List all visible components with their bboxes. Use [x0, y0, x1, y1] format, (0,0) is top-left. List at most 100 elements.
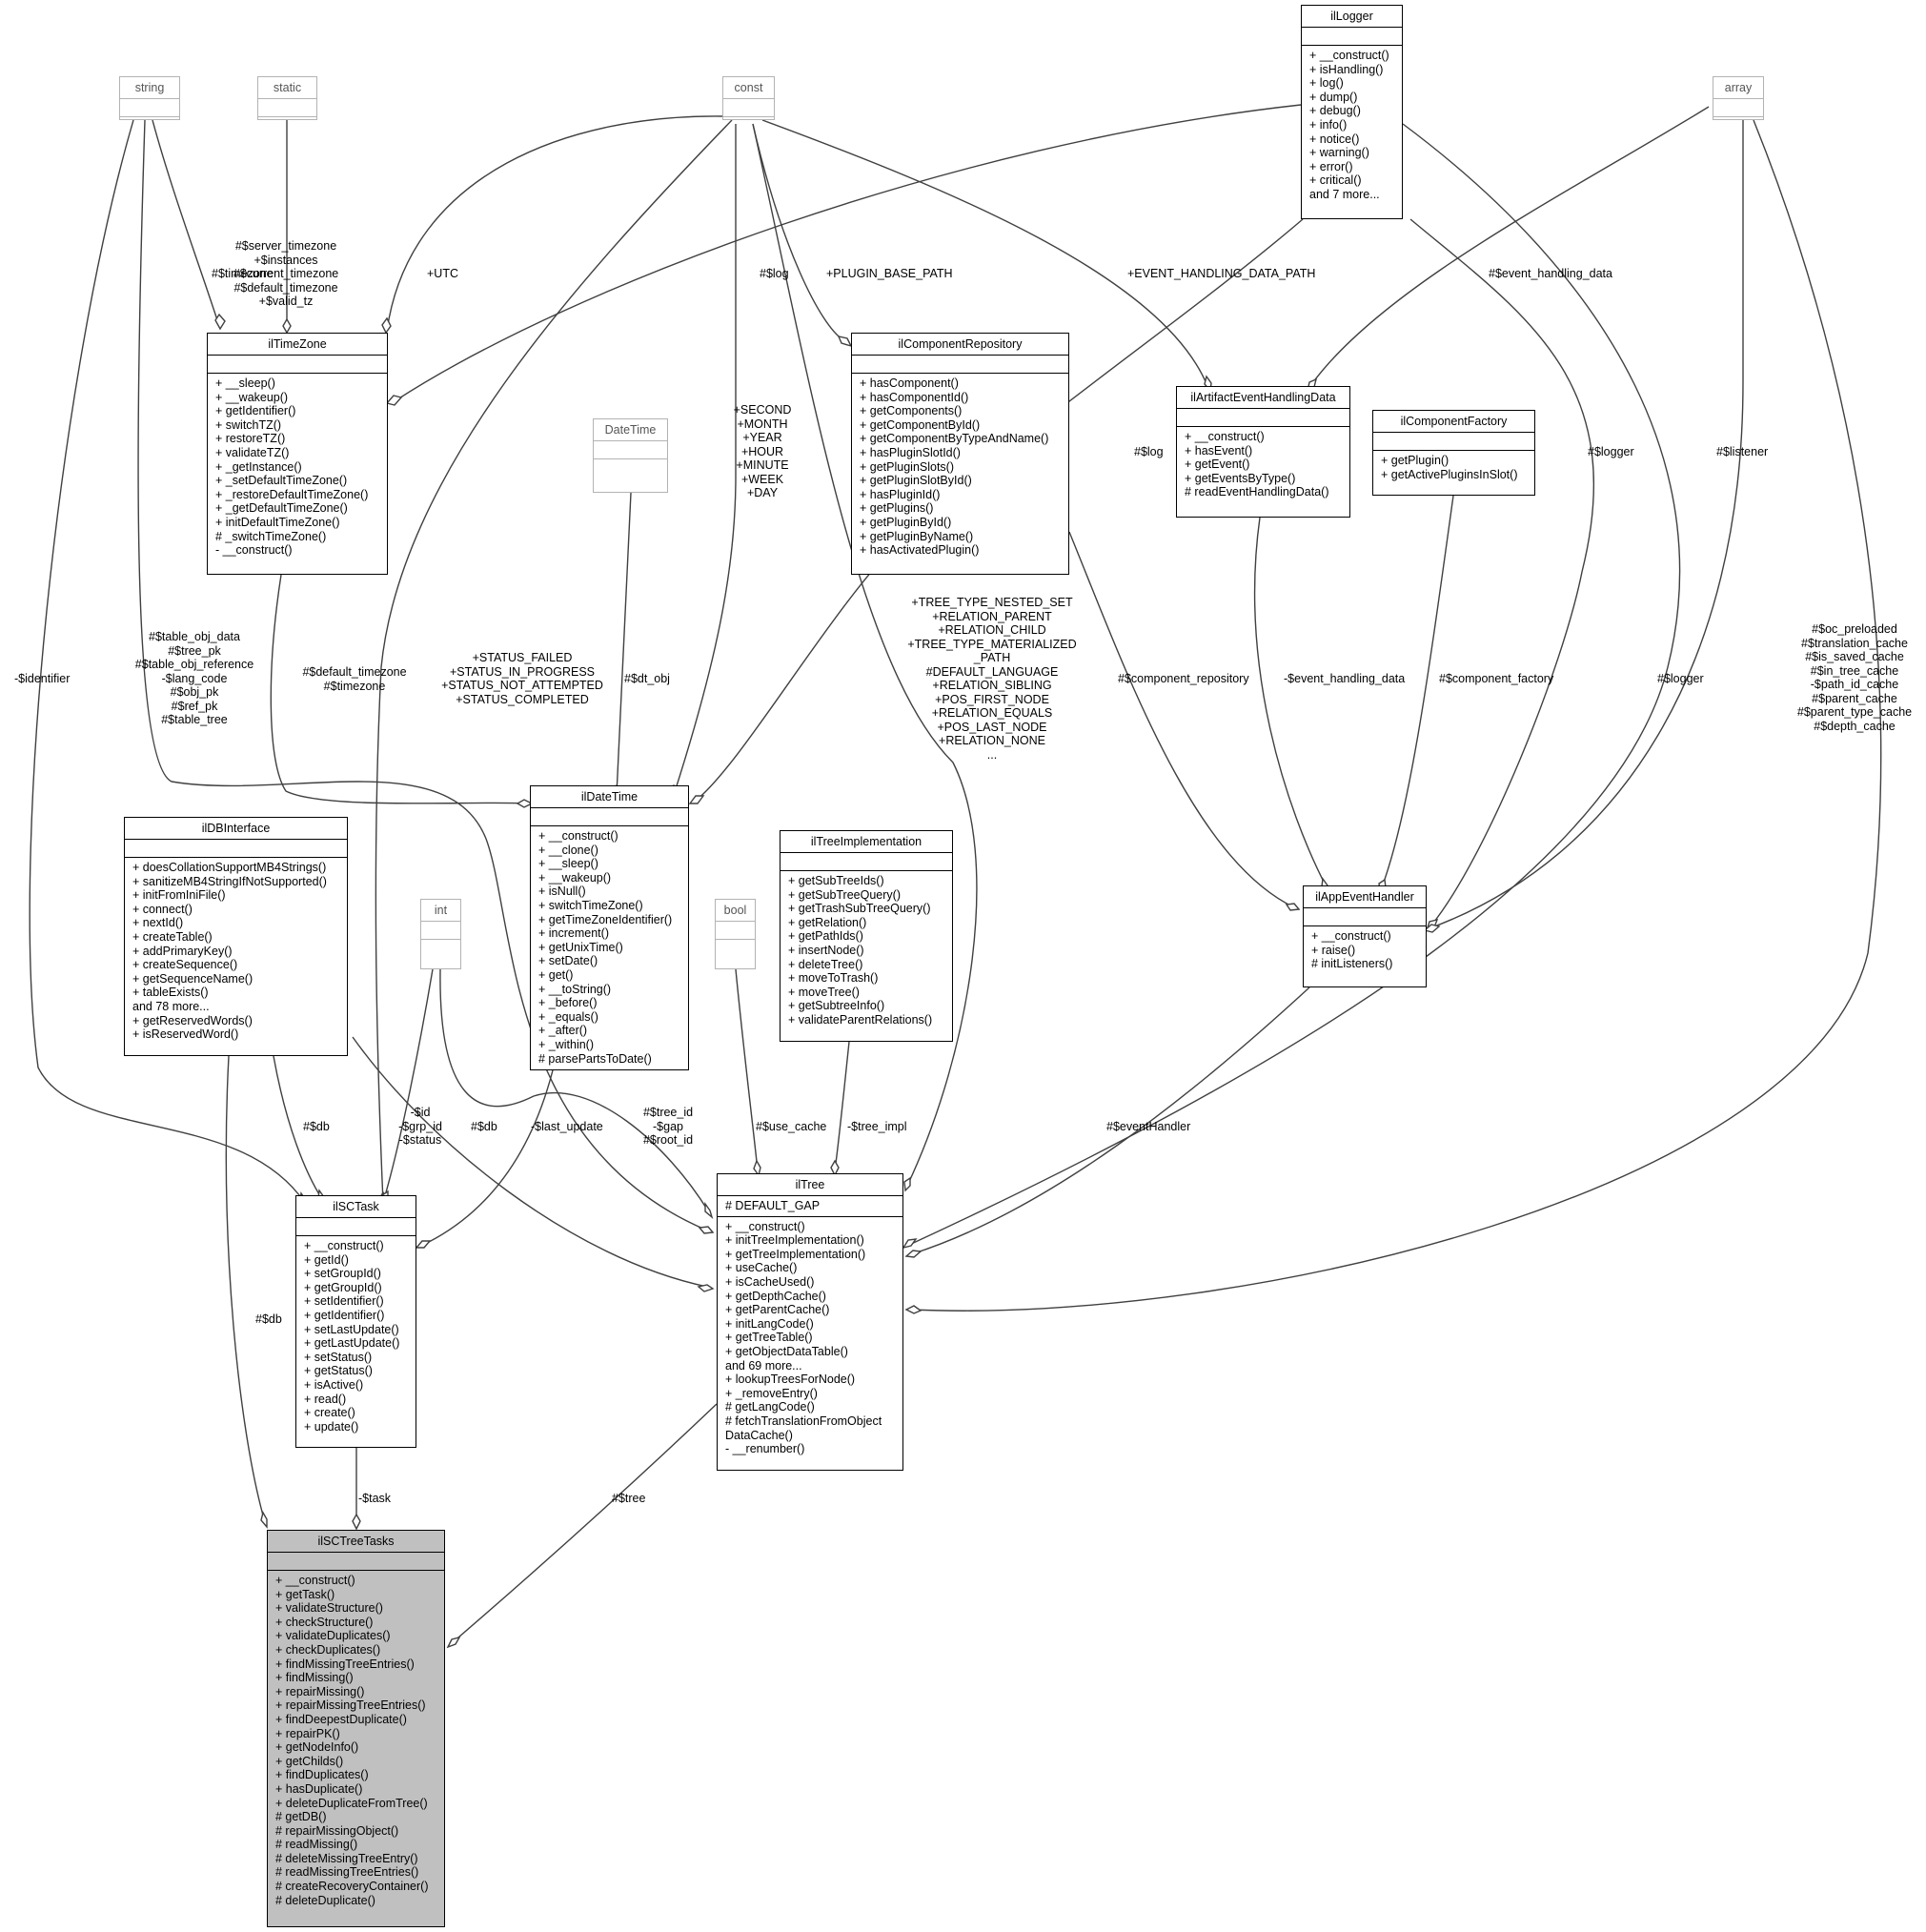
- method-entry: + getPathIds(): [788, 929, 863, 944]
- edge-label-line: -$status: [398, 1133, 442, 1147]
- class-name: ilComponentRepository: [898, 337, 1023, 351]
- method-entry: + update(): [304, 1419, 359, 1434]
- method-section: + __construct()+ getId()+ setGroupId()+ …: [296, 1235, 416, 1436]
- method-entry: # initListeners(): [1311, 957, 1393, 971]
- attribute-section: [716, 921, 755, 939]
- edge-label-tree: #$tree: [612, 1492, 645, 1506]
- method-entry: + getSubTreeQuery(): [788, 887, 901, 902]
- method-entry: + validateDuplicates(): [275, 1629, 391, 1643]
- method-entry: + findMissing(): [275, 1671, 354, 1685]
- edge-const-datetime-consts: [673, 124, 737, 796]
- method-entry: + log(): [1309, 76, 1344, 91]
- method-entry: + getRelation(): [788, 915, 867, 929]
- method-entry: # getLangCode(): [725, 1400, 815, 1414]
- edge-label-line: +POS_LAST_NODE: [937, 720, 1047, 734]
- relation-edges: [29, 104, 1882, 1649]
- method-entry: + deleteDuplicateFromTree(): [275, 1796, 428, 1810]
- method-section: + getSubTreeIds()+ getSubTreeQuery()+ ge…: [781, 870, 952, 1030]
- method-entry: + __wakeup(): [538, 870, 612, 885]
- method-entry: + __construct(): [1185, 430, 1265, 443]
- edge-label-line: #$ref_pk: [171, 699, 218, 713]
- attribute-section: [1304, 907, 1426, 925]
- attribute-section: [781, 852, 952, 870]
- method-entry: and 7 more...: [1309, 187, 1380, 201]
- edge-label-log-datetime: #$log: [1134, 445, 1164, 459]
- edge-label-line: #$logger: [1657, 672, 1704, 685]
- method-entry: + getTreeImplementation(): [725, 1247, 866, 1261]
- edge-label-line: #$default_timezone: [302, 665, 407, 679]
- edge-label-line: #$log: [1134, 445, 1164, 458]
- class-ilComponentRepository: ilComponentRepository + hasComponent()+ …: [851, 333, 1069, 575]
- method-entry: + __construct(): [538, 829, 618, 843]
- edge-label-string-tree-attrs: #$table_obj_data#$tree_pk#$table_obj_ref…: [135, 630, 253, 727]
- edge-label-line: -$grp_id: [398, 1119, 442, 1133]
- method-entry: + setLastUpdate(): [304, 1322, 399, 1336]
- method-entry: + validateParentRelations(): [788, 1012, 933, 1027]
- method-entry: + isActive(): [304, 1377, 364, 1392]
- method-entry: + getComponentByTypeAndName(): [860, 432, 1049, 446]
- class-ilSCTask: ilSCTask + __construct()+ getId()+ setGr…: [295, 1195, 416, 1448]
- method-entry: + insertNode(): [788, 943, 864, 957]
- edge-label-line: #$current_timezone: [233, 267, 339, 280]
- edge-label-event-handling-data-path: +EVENT_HANDLING_DATA_PATH: [1127, 267, 1315, 281]
- class-name: array: [1724, 81, 1753, 94]
- edge-comprepo-aeh: [1068, 531, 1295, 908]
- method-entry: + getActivePluginsInSlot(): [1381, 467, 1518, 481]
- method-entry: - __renumber(): [725, 1442, 805, 1456]
- method-section: + __construct()+ raise()# initListeners(…: [1304, 925, 1426, 974]
- edge-label-line: #$listener: [1716, 445, 1769, 458]
- method-entry: + _restoreDefaultTimeZone(): [215, 487, 369, 501]
- method-section: [258, 116, 316, 117]
- edge-logger-aeh: [1409, 218, 1595, 927]
- edge-label-line: +WEEK: [740, 472, 784, 486]
- attribute-entry: # DEFAULT_GAP: [725, 1199, 821, 1212]
- method-entry: + _removeEntry(): [725, 1386, 818, 1400]
- method-entry: + debug(): [1309, 104, 1361, 118]
- class-name: string: [134, 81, 165, 94]
- edge-diamond: [446, 1636, 461, 1649]
- method-entry: + getDepthCache(): [725, 1289, 826, 1303]
- class-ilArtifactEventHandlingData: ilArtifactEventHandlingData + __construc…: [1176, 386, 1350, 518]
- method-section: [716, 939, 755, 940]
- edge-label-line: +UTC: [427, 267, 458, 280]
- edge-label-line: +RELATION_CHILD: [938, 623, 1046, 637]
- method-entry: # repairMissingObject(): [275, 1823, 399, 1838]
- edge-label-time-constants: +SECOND+MONTH+YEAR+HOUR+MINUTE+WEEK+DAY: [734, 403, 792, 500]
- method-entry: + connect(): [132, 902, 193, 916]
- method-entry: + hasComponentId(): [860, 390, 969, 404]
- edge-label-line: +RELATION_EQUALS: [931, 706, 1053, 720]
- method-entry: + notice(): [1309, 132, 1360, 146]
- attribute-section: # DEFAULT_GAP: [718, 1195, 902, 1216]
- method-entry: + validateTZ(): [215, 445, 290, 459]
- method-entry: + setGroupId(): [304, 1267, 381, 1281]
- attribute-section: [258, 98, 316, 116]
- attribute-section: [1373, 432, 1534, 450]
- class-name: ilComponentFactory: [1400, 415, 1508, 428]
- method-entry: + hasActivatedPlugin(): [860, 543, 980, 558]
- class-name: ilTreeImplementation: [810, 835, 922, 848]
- edge-label-line: #$parent_cache: [1812, 691, 1897, 705]
- method-section: + __sleep()+ __wakeup()+ getIdentifier()…: [208, 373, 387, 560]
- method-entry: # readEventHandlingData(): [1185, 485, 1329, 499]
- method-entry: + useCache(): [725, 1261, 798, 1275]
- method-entry: + _before(): [538, 996, 598, 1010]
- edge-label-line: +POS_FIRST_NODE: [935, 692, 1049, 706]
- method-entry: + getIdentifier(): [304, 1308, 385, 1322]
- method-entry: + moveTree(): [788, 985, 860, 999]
- class-name: ilTimeZone: [268, 337, 327, 351]
- edge-diamond: [352, 1513, 361, 1531]
- edge-label-line: #$table_obj_data: [149, 630, 240, 643]
- method-entry: + setDate(): [538, 954, 598, 968]
- edge-label-line: #$event_handling_data: [1489, 267, 1612, 280]
- edge-label-line: -$task: [358, 1492, 392, 1505]
- class-name: int: [434, 904, 448, 917]
- edge-label-db-task: #$db: [303, 1120, 330, 1134]
- edge-label-line: #$eventHandler: [1106, 1120, 1191, 1133]
- method-entry: + initLangCode(): [725, 1316, 814, 1331]
- edge-label-line: #$db: [471, 1120, 497, 1133]
- attribute-section: [296, 1217, 416, 1235]
- edge-label-line: +STATUS_IN_PROGRESS: [449, 664, 595, 679]
- edge-artifact-aeh: [1254, 517, 1328, 888]
- class-name: bool: [723, 904, 747, 917]
